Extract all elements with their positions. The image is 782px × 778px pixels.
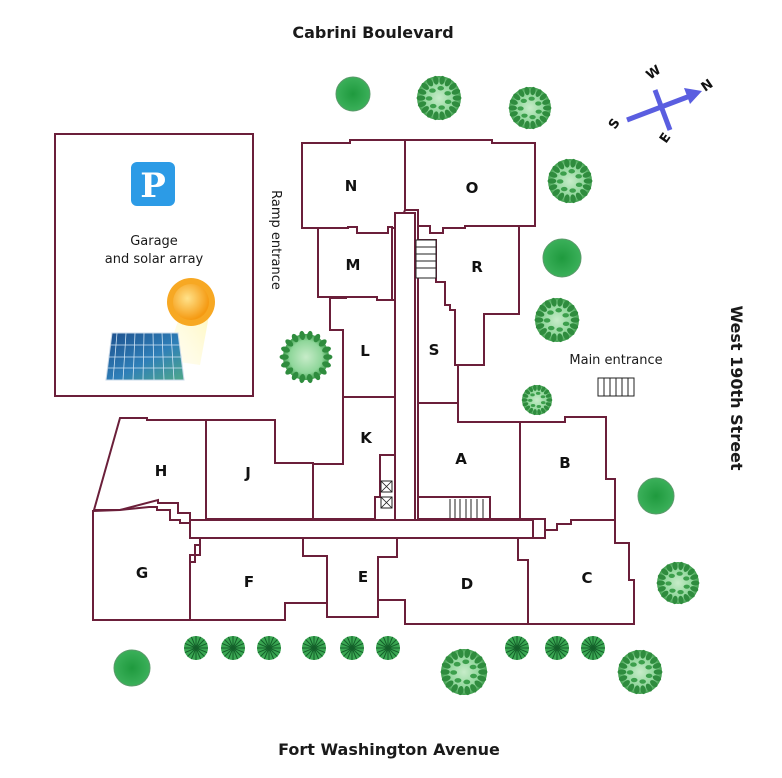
tree-icon	[257, 636, 281, 660]
tree-icon	[279, 330, 333, 384]
tree-icon	[340, 636, 364, 660]
tree-icon	[221, 636, 245, 660]
building	[92, 139, 635, 625]
unit-label-m: M	[346, 256, 361, 274]
unit-label-h: H	[155, 462, 168, 480]
street-label-east: West 190th Street	[727, 305, 746, 470]
unit-label-s: S	[429, 341, 440, 359]
tree-icon	[335, 76, 371, 112]
tree-icon	[547, 158, 593, 204]
unit-label-d: D	[461, 575, 473, 593]
compass-east: E	[657, 130, 674, 146]
tree-icon	[521, 384, 553, 416]
tree-icon	[637, 477, 675, 515]
corridor-horizontal	[189, 519, 534, 539]
tree-icon	[302, 636, 326, 660]
compass-south: S	[606, 116, 624, 132]
unit-label-g: G	[136, 564, 148, 582]
tree-icon	[508, 86, 552, 130]
tree-icon	[542, 238, 582, 278]
tree-icon	[376, 636, 400, 660]
parking-letter: P	[140, 166, 166, 206]
unit-label-c: C	[581, 569, 592, 587]
garage-area: P Garage and solar array	[54, 133, 254, 397]
tree-icon	[440, 648, 488, 696]
stairs-south	[417, 496, 491, 520]
solar-panel-icon	[105, 332, 185, 381]
garage-label-line1: Garage	[130, 234, 178, 249]
unit-h[interactable]	[92, 417, 207, 521]
unit-label-r: R	[471, 258, 483, 276]
trees	[113, 75, 700, 696]
unit-label-n: N	[345, 177, 358, 195]
street-label-north: Cabrini Boulevard	[292, 23, 453, 42]
unit-d[interactable]	[377, 537, 529, 625]
unit-label-o: O	[466, 179, 479, 197]
tree-icon	[534, 297, 580, 343]
unit-label-f: F	[244, 573, 254, 591]
sun-icon	[167, 278, 215, 326]
tree-icon	[617, 649, 663, 695]
garage-label-line2: and solar array	[105, 252, 204, 267]
tree-icon	[581, 636, 605, 660]
stairs-north	[415, 239, 437, 279]
unit-label-k: K	[360, 429, 373, 447]
ramp-entrance-label: Ramp entrance	[268, 190, 283, 290]
unit-label-a: A	[455, 450, 467, 468]
unit-label-l: L	[360, 342, 370, 360]
unit-b[interactable]	[519, 416, 616, 531]
unit-j[interactable]	[205, 419, 314, 520]
unit-label-j: J	[244, 464, 251, 482]
compass-north: N	[699, 77, 717, 96]
compass-icon: W N S E	[606, 63, 716, 147]
parking-icon	[131, 162, 175, 206]
tree-icon	[656, 561, 700, 605]
tree-icon	[184, 636, 208, 660]
tree-icon	[113, 649, 151, 687]
corridor-vertical	[394, 212, 416, 521]
unit-label-e: E	[358, 568, 368, 586]
main-entrance-stairs	[597, 377, 635, 397]
tree-icon	[416, 75, 462, 121]
unit-label-b: B	[559, 454, 570, 472]
tree-icon	[545, 636, 569, 660]
unit-c[interactable]	[517, 519, 635, 625]
main-entrance-label: Main entrance	[569, 353, 662, 368]
compass-west: W	[644, 63, 664, 84]
elevator-icon	[380, 480, 393, 509]
tree-icon	[505, 636, 529, 660]
street-label-south: Fort Washington Avenue	[278, 740, 500, 759]
